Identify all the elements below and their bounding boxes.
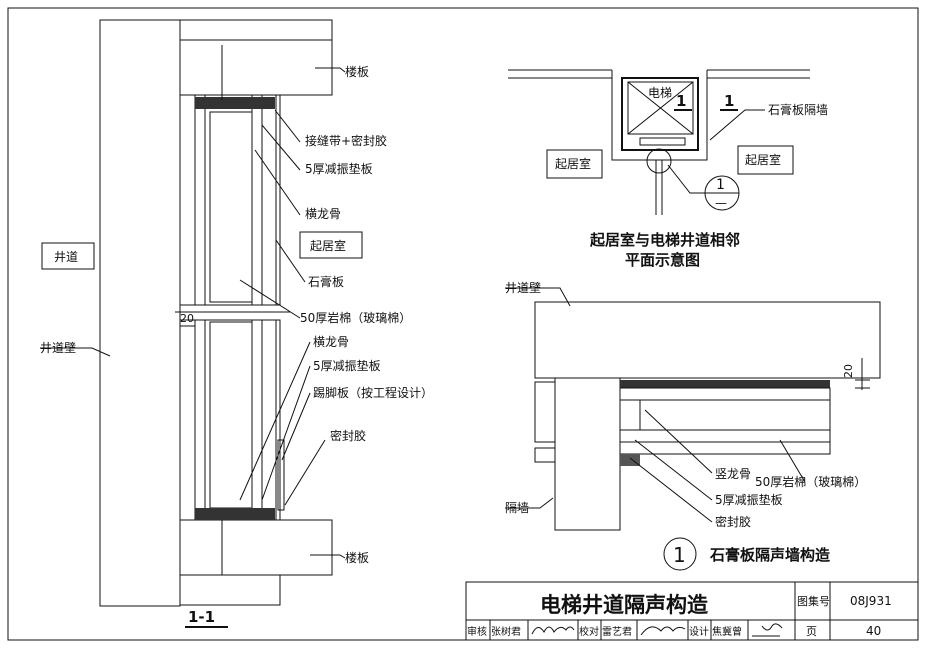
detail-partition-label: 隔墙 <box>505 501 529 515</box>
label-shaft: 井道 <box>54 250 78 264</box>
plan-living-room-left: 起居室 <box>555 156 591 171</box>
label-skirting: 踢脚板（按工程设计） <box>313 385 433 400</box>
shaft-wall-hatch <box>99 19 181 607</box>
plan-view: 电梯 1 1 石膏板隔墙 起居室 起居室 1 — 起居室与电梯井道相邻 平面示意… <box>508 69 828 269</box>
checker-name: 雷艺君 <box>602 626 632 638</box>
section-1-1 <box>99 19 333 607</box>
bottom-floor-slab <box>179 519 333 576</box>
section-labels: 楼板 接缝带+密封胶 5厚减振垫板 横龙骨 起居室 石膏板 50厚岩棉（玻璃棉）… <box>40 64 433 628</box>
detail-sealant-label: 密封胶 <box>715 514 751 529</box>
plan-elevator-label: 电梯 <box>648 86 672 100</box>
page-label: 页 <box>806 625 817 638</box>
atlas-number: 08J931 <box>850 594 892 608</box>
designer-name: 焦冀曾 <box>712 625 742 638</box>
check-label: 校对 <box>579 625 599 638</box>
detail-rock-wool-label: 50厚岩棉（玻璃棉） <box>755 474 866 489</box>
detail-vertical-keel-label: 竖龙骨 <box>715 467 751 481</box>
label-sealant: 密封胶 <box>330 428 366 443</box>
rock-wool-upper <box>209 111 253 303</box>
dim-20-left: 20 <box>180 312 194 325</box>
gypsum-board-lower <box>261 319 277 521</box>
label-horizontal-keel-bottom: 横龙骨 <box>313 335 349 349</box>
checker-signature <box>640 626 686 636</box>
label-damping-pad-bottom: 5厚减振垫板 <box>313 358 381 373</box>
detail-ref-sheet: — <box>715 196 727 210</box>
label-rock-wool: 50厚岩棉（玻璃棉） <box>300 310 411 325</box>
detail-shaft-wall-label: 井道壁 <box>505 280 541 295</box>
page-number: 40 <box>866 624 881 638</box>
label-living-room: 起居室 <box>310 238 346 253</box>
detail-number-bubble <box>663 537 697 571</box>
detail-shaft-wall <box>534 301 881 379</box>
section-label: 1-1 <box>188 608 215 626</box>
atlas-label: 图集号 <box>797 594 830 608</box>
plan-title-line2: 平面示意图 <box>625 251 700 269</box>
rock-wool-lower <box>209 321 253 509</box>
detail-1: 20 井道壁 竖龙骨 50厚岩棉（玻璃棉） 5厚减振垫板 密封胶 隔墙 1 石膏… <box>505 280 881 571</box>
title-block: 电梯井道隔声构造 图集号 08J931 页 40 审核 张树君 校对 雷艺君 设… <box>465 581 919 641</box>
label-floor-slab-top: 楼板 <box>345 64 369 79</box>
plan-living-room-right: 起居室 <box>745 152 781 167</box>
label-floor-slab-bottom: 楼板 <box>345 550 369 565</box>
label-joint-tape-sealant: 接缝带+密封胶 <box>305 133 387 148</box>
label-shaft-wall: 井道壁 <box>40 340 76 355</box>
detail-ref-number: 1 <box>716 177 725 193</box>
top-floor-slab <box>179 39 333 96</box>
plan-title-line1: 起居室与电梯井道相邻 <box>589 231 740 249</box>
detail-rock-wool <box>639 399 831 431</box>
label-damping-pad-top: 5厚减振垫板 <box>305 161 373 176</box>
label-gypsum-board: 石膏板 <box>308 274 344 289</box>
plan-gypsum-partition-label: 石膏板隔墙 <box>768 102 828 117</box>
detail-title: 石膏板隔声墙构造 <box>709 546 830 564</box>
upper-partition <box>179 94 281 306</box>
label-horizontal-keel-top: 横龙骨 <box>305 207 341 221</box>
design-label: 设计 <box>689 625 709 638</box>
elevator-car <box>621 77 699 151</box>
review-label: 审核 <box>467 625 487 638</box>
designer-signature <box>752 623 783 637</box>
detail-damping-pad-label: 5厚减振垫板 <box>715 492 783 507</box>
drawing-title: 电梯井道隔声构造 <box>540 593 709 617</box>
gypsum-board-upper <box>261 94 277 306</box>
sheet-border <box>7 7 919 641</box>
detail-partition-column <box>554 377 621 531</box>
detail-number: 1 <box>673 543 686 567</box>
detail-dim-20: 20 <box>842 364 855 378</box>
plan-cut-mark-1: 1 <box>676 92 686 110</box>
skirting-board <box>277 439 285 511</box>
reviewer-name: 张树君 <box>491 625 521 638</box>
plan-cut-mark-2: 1 <box>724 92 734 110</box>
reviewer-signature <box>531 626 575 635</box>
